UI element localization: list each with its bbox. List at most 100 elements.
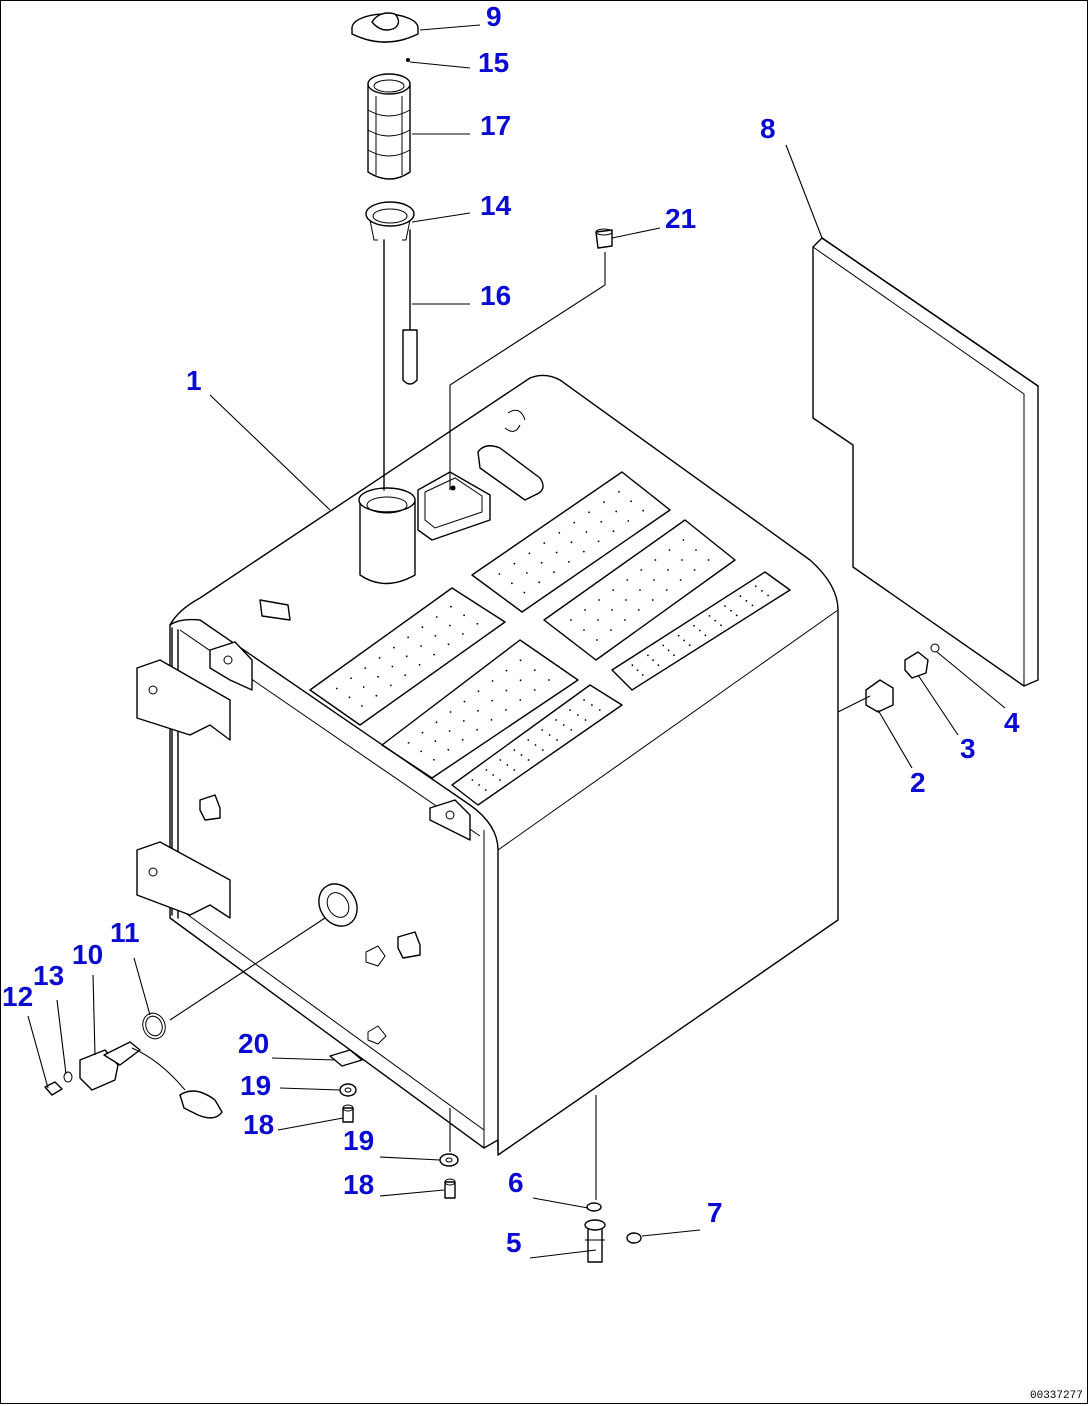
perforation-dot xyxy=(421,731,424,734)
perforation-dot xyxy=(562,724,565,726)
perforation-dot xyxy=(548,734,551,736)
callout-5: 5 xyxy=(506,1227,522,1258)
perforation-dot xyxy=(393,646,395,649)
gasket-part-15 xyxy=(406,58,410,62)
filler-flange-part-14 xyxy=(366,202,414,240)
perforation-dot xyxy=(499,779,501,781)
perforation-dot xyxy=(624,619,626,621)
perforation-dot xyxy=(449,711,452,713)
perforation-dot xyxy=(582,550,585,553)
perforation-dot xyxy=(476,622,479,625)
perforation-dot xyxy=(435,721,438,724)
perforation-dot xyxy=(679,579,682,581)
callout-17: 17 xyxy=(480,110,511,141)
perforation-dot xyxy=(447,748,450,751)
callout-14: 14 xyxy=(480,190,512,221)
drain-seal-part-6 xyxy=(587,1203,601,1211)
fitting-leader-line xyxy=(838,696,870,712)
perforation-dot xyxy=(538,581,541,584)
callout-labels: 9 15 17 14 16 21 1 8 2 3 4 6 7 5 11 10 1… xyxy=(2,1,1020,1258)
perforation-dot xyxy=(420,750,423,753)
perforation-dot xyxy=(630,500,632,503)
perforation-dot xyxy=(492,774,495,776)
perforation-dot xyxy=(540,561,543,564)
perforation-dot xyxy=(513,562,516,565)
perforation-dot xyxy=(662,644,665,647)
perforation-dot xyxy=(735,614,738,617)
callout-16: 16 xyxy=(480,280,511,311)
perforation-dot xyxy=(525,572,528,574)
bolt-part-12 xyxy=(45,1082,62,1095)
perforation-dot xyxy=(693,569,696,571)
perforation-dot xyxy=(647,654,649,657)
perforation-dot xyxy=(389,684,392,687)
callout-12: 12 xyxy=(2,981,33,1012)
perforation-dot xyxy=(519,679,522,682)
perforation-dot xyxy=(433,653,435,656)
perforation-dot xyxy=(588,511,590,514)
perforation-dot xyxy=(519,699,522,701)
perforation-dot xyxy=(519,659,522,662)
perforation-dot xyxy=(513,769,516,771)
perforation-dot xyxy=(362,686,365,688)
perforation-dot xyxy=(695,549,697,551)
perforation-dot xyxy=(665,589,668,591)
perforation-dot xyxy=(583,699,585,701)
perforation-dot xyxy=(513,749,516,751)
perforation-dot xyxy=(448,624,451,627)
perforation-dot xyxy=(361,705,363,707)
perforation-dot xyxy=(420,645,422,647)
perforation-dot xyxy=(555,719,557,721)
perforation-dot xyxy=(477,709,479,712)
callout-20: 20 xyxy=(238,1028,269,1059)
perforation-dot xyxy=(730,609,732,612)
bolt-part-18b xyxy=(445,1179,455,1198)
perforation-dot xyxy=(447,643,450,646)
perforation-dot xyxy=(637,609,640,611)
perforation-dot xyxy=(407,636,409,639)
perforation-dot xyxy=(448,730,451,732)
leader-lines xyxy=(28,25,1005,1258)
perforation-dot xyxy=(553,571,555,573)
plate-part-20 xyxy=(330,1050,362,1066)
perforation-dot xyxy=(681,559,683,561)
perforation-dot xyxy=(677,634,680,637)
perforation-dot xyxy=(653,579,655,581)
perforation-dot xyxy=(612,530,615,533)
perforation-dot xyxy=(418,664,421,666)
perforation-dot xyxy=(485,769,488,771)
perforation-dot xyxy=(378,657,381,659)
top-pad-5 xyxy=(382,640,578,778)
perforation-dot xyxy=(484,789,487,791)
perforation-dot xyxy=(405,655,408,658)
perforation-dot xyxy=(707,559,710,561)
perforation-dot xyxy=(570,541,573,544)
perforation-dot xyxy=(541,749,544,751)
perforation-dot xyxy=(714,619,717,622)
callout-8: 8 xyxy=(760,113,776,144)
perforation-dot xyxy=(584,719,587,721)
perforation-dot xyxy=(534,744,537,746)
perforation-dot xyxy=(498,573,501,575)
plug-leader-path xyxy=(450,252,605,490)
callout-13: 13 xyxy=(33,960,64,991)
perforation-dot xyxy=(668,549,671,551)
perforation-dot xyxy=(667,649,670,652)
perforation-dot xyxy=(642,509,645,512)
perforation-dot xyxy=(558,532,561,534)
perforation-dot xyxy=(611,609,613,611)
gauge-leader-line xyxy=(170,918,325,1020)
perforation-dot xyxy=(612,589,615,591)
perforation-dot xyxy=(391,665,394,668)
washer-part-19a xyxy=(340,1084,356,1096)
perforation-dot xyxy=(505,709,507,711)
perforation-dot xyxy=(596,639,598,641)
callout-21: 21 xyxy=(665,203,696,234)
perforation-dot xyxy=(651,599,654,601)
perforation-dot xyxy=(490,719,493,721)
perforation-dot xyxy=(335,687,338,690)
perforation-dot xyxy=(528,552,531,555)
fitting-part-3 xyxy=(905,652,928,678)
callout-1: 1 xyxy=(186,365,202,396)
